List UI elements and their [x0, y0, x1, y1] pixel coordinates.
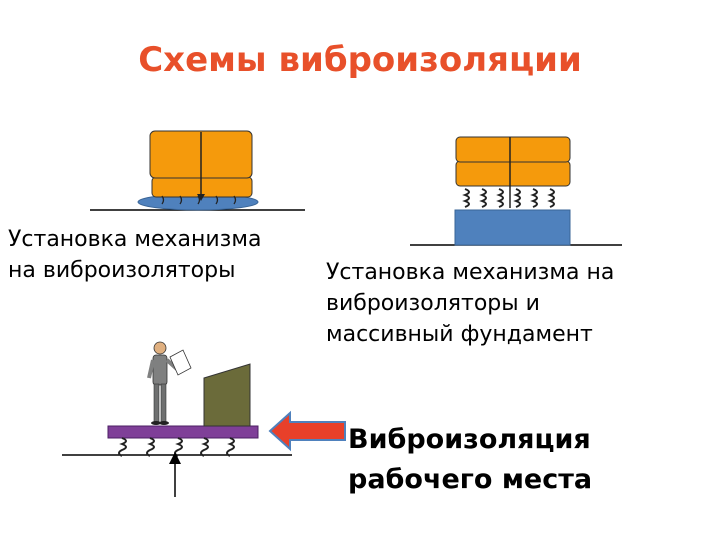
scheme3-caption: Виброизоляция рабочего места [348, 420, 592, 500]
worker-shoe [151, 421, 161, 425]
scheme3-platform [107, 425, 259, 439]
scheme3-isolators [118, 437, 235, 457]
scheme1-isolators [161, 195, 237, 205]
worker-head [153, 341, 167, 355]
isolator-spring [226, 437, 235, 457]
worker-leg [160, 383, 167, 423]
isolator-spring [233, 195, 237, 205]
isolator-spring [530, 188, 538, 208]
scheme1-drawing [90, 130, 305, 211]
scheme1-arrow-head [197, 194, 205, 201]
scheme3-caption-line1: Виброизоляция [348, 424, 591, 455]
isolator-spring [215, 195, 219, 205]
scheme2-caption-line3: массивный фундамент [326, 322, 593, 347]
scheme1-caption-line2: на виброизоляторы [8, 258, 236, 283]
page-title: Схемы виброизоляции [138, 40, 582, 80]
scheme2-foundation [454, 209, 571, 246]
isolator-spring [179, 195, 183, 205]
worker-figure [147, 341, 192, 425]
scheme1-caption: Установка механизма на виброизоляторы [8, 224, 261, 286]
isolator-spring [200, 437, 209, 457]
worker-leg [153, 383, 160, 423]
scheme3-drawing [62, 341, 346, 497]
worker-shoe [159, 421, 169, 425]
isolator-spring [118, 437, 127, 457]
worker-torso [152, 354, 168, 386]
scheme2-machine-body [455, 136, 571, 163]
worker-clipboard [169, 349, 192, 376]
isolator-spring [479, 188, 487, 208]
isolator-spring [513, 188, 521, 208]
pointer-arrow-icon [268, 410, 346, 452]
scheme2-caption-line1: Установка механизма на [326, 260, 615, 285]
scheme2-isolators [462, 188, 555, 208]
isolator-spring [462, 188, 470, 208]
isolator-spring [496, 188, 504, 208]
worker-arm [147, 359, 155, 379]
isolator-spring [174, 437, 183, 457]
vibration-arrow-head [169, 452, 181, 464]
isolator-spring [146, 437, 155, 457]
scheme2-machine-base [455, 160, 571, 187]
scheme2-caption-line2: виброизоляторы и [326, 291, 540, 316]
scheme2-drawing [410, 136, 622, 246]
isolator-spring [547, 188, 555, 208]
scheme3-control-console [203, 363, 251, 427]
isolator-spring [161, 195, 165, 205]
scheme1-caption-line1: Установка механизма [8, 227, 262, 252]
scheme2-caption: Установка механизма на виброизоляторы и … [326, 257, 614, 350]
isolator-spring [197, 195, 201, 205]
scheme3-caption-line2: рабочего места [348, 464, 593, 495]
